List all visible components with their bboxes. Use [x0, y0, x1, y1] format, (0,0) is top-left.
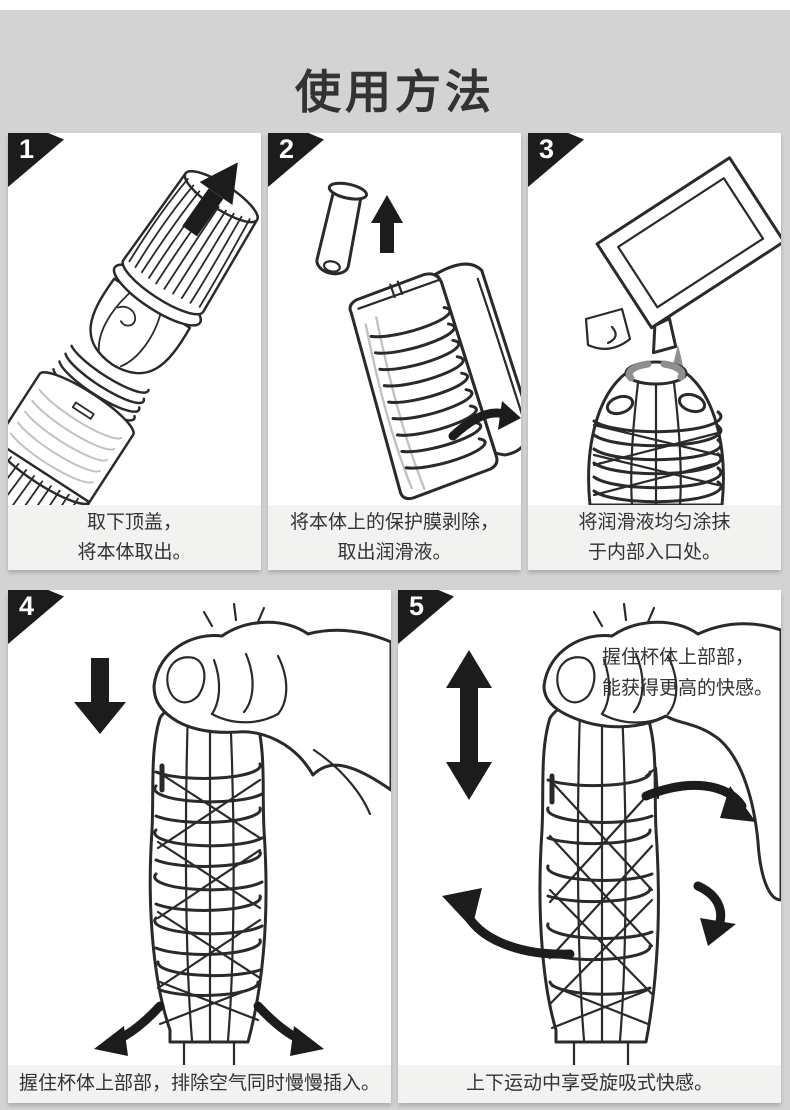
- step-3-caption: 将润滑液均匀涂抹 于内部入口处。: [528, 505, 781, 570]
- arrow-down-icon: [74, 658, 126, 734]
- page-title: 使用方法: [295, 65, 495, 118]
- cup-body: [587, 360, 725, 505]
- caption-text: 取下顶盖， 将本体取出。: [77, 512, 192, 563]
- lubricant-vial: [315, 181, 369, 276]
- caption-text: 将本体上的保护膜剥除， 取出润滑液。: [289, 512, 499, 563]
- step-4-caption: 握住杯体上部部，排除空气同时慢慢插入。: [8, 1065, 391, 1103]
- shaft-lines: [572, 1040, 630, 1065]
- cup-body: [538, 697, 660, 1044]
- peel-arrow-icon: [448, 401, 521, 441]
- step-1-caption: 取下顶盖， 将本体取出。: [8, 505, 261, 570]
- illustration-stroke-rotate: [442, 602, 781, 1065]
- step-panel-2: 2: [268, 133, 521, 570]
- step-number: 5: [409, 591, 425, 621]
- steps-row-2: 4: [8, 590, 781, 1103]
- torn-corner: [584, 307, 632, 350]
- curve-arrow-left-icon: [94, 1001, 165, 1056]
- cup-body: [148, 697, 268, 1044]
- step-number: 4: [19, 591, 35, 621]
- step-number: 2: [279, 134, 295, 164]
- arrow-up-right-icon: [182, 162, 238, 237]
- illustration-insert: [74, 602, 391, 1065]
- top-white-strip: [0, 0, 790, 10]
- lubricant-sachet: [595, 156, 781, 355]
- caption-text: 将润滑液均匀涂抹 于内部入口处。: [578, 512, 731, 563]
- illustration-remove-cap: [8, 162, 259, 505]
- step-number: 3: [539, 134, 555, 164]
- caption-text: 上下运动中享受旋吸式快感。: [465, 1073, 713, 1095]
- arrow-up-icon: [371, 195, 403, 253]
- curve-arrow-right-icon: [253, 1001, 324, 1056]
- caption-text: 握住杯体上部部，排除空气同时慢慢插入。: [18, 1073, 380, 1095]
- illustration-apply-lubricant: [584, 156, 781, 505]
- step-number: 1: [19, 134, 35, 164]
- toy-body-with-film: [348, 262, 521, 501]
- step-panel-3: 3: [528, 133, 781, 570]
- arrow-up-down-icon: [446, 650, 492, 800]
- hand: [542, 602, 781, 902]
- step-5-annotation: 握住杯体上部部， 能获得更高的快感。: [601, 647, 773, 700]
- step-panel-4: 4: [8, 590, 391, 1103]
- step-2-caption: 将本体上的保护膜剥除， 取出润滑液。: [268, 505, 521, 570]
- shaft-lines: [182, 1040, 236, 1065]
- illustration-peel-film: [315, 181, 521, 501]
- hand: [152, 602, 391, 816]
- step-5-caption: 上下运动中享受旋吸式快感。: [398, 1065, 781, 1103]
- step-panel-5: 5: [398, 590, 781, 1103]
- toy-body: [8, 277, 192, 505]
- rotation-arrow-icon: [442, 780, 756, 959]
- step-panel-1: 1: [8, 133, 261, 570]
- steps-row-1: 1: [8, 133, 781, 570]
